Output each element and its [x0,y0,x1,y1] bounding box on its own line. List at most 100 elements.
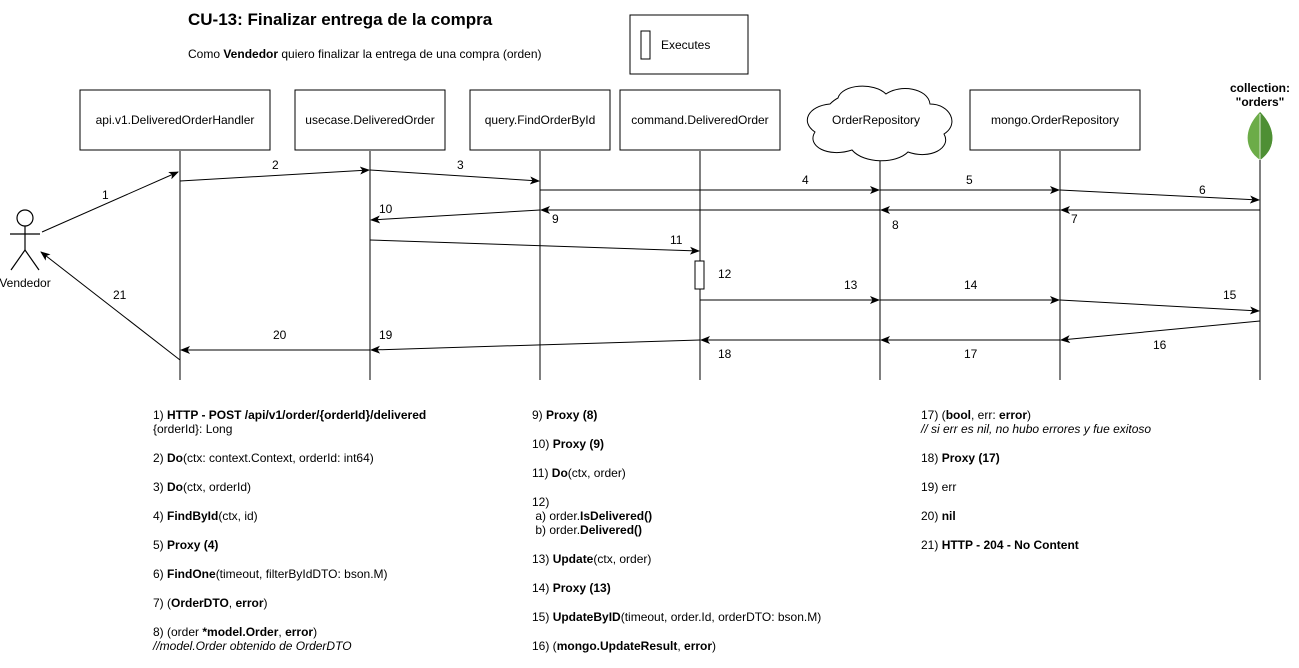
participant-mongorepo-box [969,89,1141,151]
message-12-label: 12 [718,267,732,281]
actor-label: Vendedor [0,276,51,290]
note-segment: (ctx, id) [218,509,258,523]
message-10-arrow [370,209,541,224]
participant-command: command.DeliveredOrder [619,89,781,151]
message-5-label: 5 [966,173,973,187]
participant-repo-label: OrderRepository [832,113,920,127]
actor-vendedor [10,209,40,271]
note-segment: IsDelivered() [580,509,653,523]
note-subline: // si err es nil, no hubo errores y fue … [921,422,1152,436]
note-n15: 15) UpdateByID(timeout, order.Id, orderD… [532,610,821,624]
notes-column-2: 9) Proxy (8)10) Proxy (9)11) Do(ctx, ord… [532,408,821,668]
note-n8: 8) (order *model.Order, error)//model.Or… [153,625,426,653]
note-segment: HTTP - POST /api/v1/order/{orderId}/deli… [167,408,427,422]
note-segment: error [684,639,713,653]
message-7-label: 7 [1071,212,1078,226]
message-18-label: 18 [718,347,732,361]
participant-usecase: usecase.DeliveredOrder [294,89,446,151]
message-6-label: 6 [1199,183,1206,197]
note-n19: 19) err [921,480,1151,494]
note-segment: 1) [153,408,168,422]
note-segment: (timeout, filterByIdDTO: bson.M) [215,567,388,581]
note-segment: , [677,639,685,653]
note-segment: 3) [153,480,168,494]
participant-collection-label-line1: collection: [1230,81,1290,95]
note-segment: 4) [153,509,168,523]
message-16-arrow [1060,320,1261,344]
legend-label: Executes [661,38,710,52]
note-n3: 3) Do(ctx, orderId) [153,480,426,494]
message-15-label: 15 [1223,288,1237,302]
participant-collection: collection: "orders" [1230,81,1290,160]
execution-box-12 [694,260,705,290]
message-2-label: 2 [272,158,279,172]
note-segment: b) order. [532,523,581,537]
note-n7: 7) (OrderDTO, error) [153,596,426,610]
subtitle-prefix: Como [188,47,223,61]
note-segment: 12) [532,495,550,509]
message-3-label: 3 [457,158,464,172]
note-segment: 8) (order [153,625,203,639]
note-segment: UpdateByID [552,610,621,624]
note-segment: mongo.UpdateResult [556,639,678,653]
note-n4: 4) FindById(ctx, id) [153,509,426,523]
note-segment: 2) [153,451,168,465]
note-segment: 6) [153,567,168,581]
note-segment: Proxy (4) [167,538,219,552]
participant-handler: api.v1.DeliveredOrderHandler [79,89,271,151]
participant-repo-cloud [806,85,953,162]
participant-collection-label-line2: "orders" [1236,95,1285,109]
page-subtitle: Como Vendedor quiero finalizar la entreg… [188,47,542,61]
actor-head [16,209,34,227]
note-segment: Proxy (13) [552,581,611,595]
message-6-arrow [1059,189,1260,204]
note-segment: *model.Order [202,625,279,639]
note-segment: a) order. [532,509,581,523]
note-segment: 10) [532,437,553,451]
note-n16: 16) (mongo.UpdateResult, error) [532,639,821,653]
message-10-label: 10 [379,202,393,216]
message-19-label: 19 [379,328,393,342]
note-segment: ) [712,639,717,653]
message-8-label: 8 [892,218,899,232]
note-segment: ) [313,625,318,639]
message-9-label: 9 [552,212,559,226]
note-segment: 16) ( [532,639,557,653]
message-17-label: 17 [964,347,978,361]
participant-command-box [619,89,781,151]
note-segment: error [999,408,1028,422]
note-subline: {orderId}: Long [153,422,233,436]
note-n12: 12) a) order.IsDelivered() b) order.Deli… [532,495,821,537]
message-16-label: 16 [1153,338,1167,352]
note-segment: Proxy (8) [546,408,598,422]
note-segment: error [285,625,314,639]
note-segment: 13) [532,552,553,566]
note-segment: Proxy (9) [552,437,605,451]
note-segment: bool [945,408,972,422]
note-n13: 13) Update(ctx, order) [532,552,821,566]
note-segment: 18) [921,451,942,465]
note-n1: 1) HTTP - POST /api/v1/order/{orderId}/d… [153,408,426,436]
note-n14: 14) Proxy (13) [532,581,821,595]
message-11-label: 11 [670,233,683,247]
note-n18: 18) Proxy (17) [921,451,1151,465]
note-n2: 2) Do(ctx: context.Context, orderId: int… [153,451,426,465]
note-segment: 9) [532,408,547,422]
subtitle-rest: quiero finalizar la entrega de una compr… [278,47,541,61]
note-n20: 20) nil [921,509,1151,523]
participant-mongorepo-label: mongo.OrderRepository [991,113,1119,127]
actor-leg-right [24,249,40,271]
note-segment: 20) [921,509,942,523]
note-segment: ) [1027,408,1032,422]
note-segment: (ctx: context.Context, orderId: int64) [183,451,374,465]
note-n21: 21) HTTP - 204 - No Content [921,538,1151,552]
note-n10: 10) Proxy (9) [532,437,821,451]
note-segment: error [235,596,264,610]
note-subline: a) order.IsDelivered() [532,509,821,523]
participant-query-label: query.FindOrderById [485,113,596,127]
message-13-label: 13 [844,278,858,292]
note-segment: 11) [532,466,552,480]
message-1-label: 1 [102,188,109,202]
note-segment: 5) [153,538,168,552]
note-n9: 9) Proxy (8) [532,408,821,422]
